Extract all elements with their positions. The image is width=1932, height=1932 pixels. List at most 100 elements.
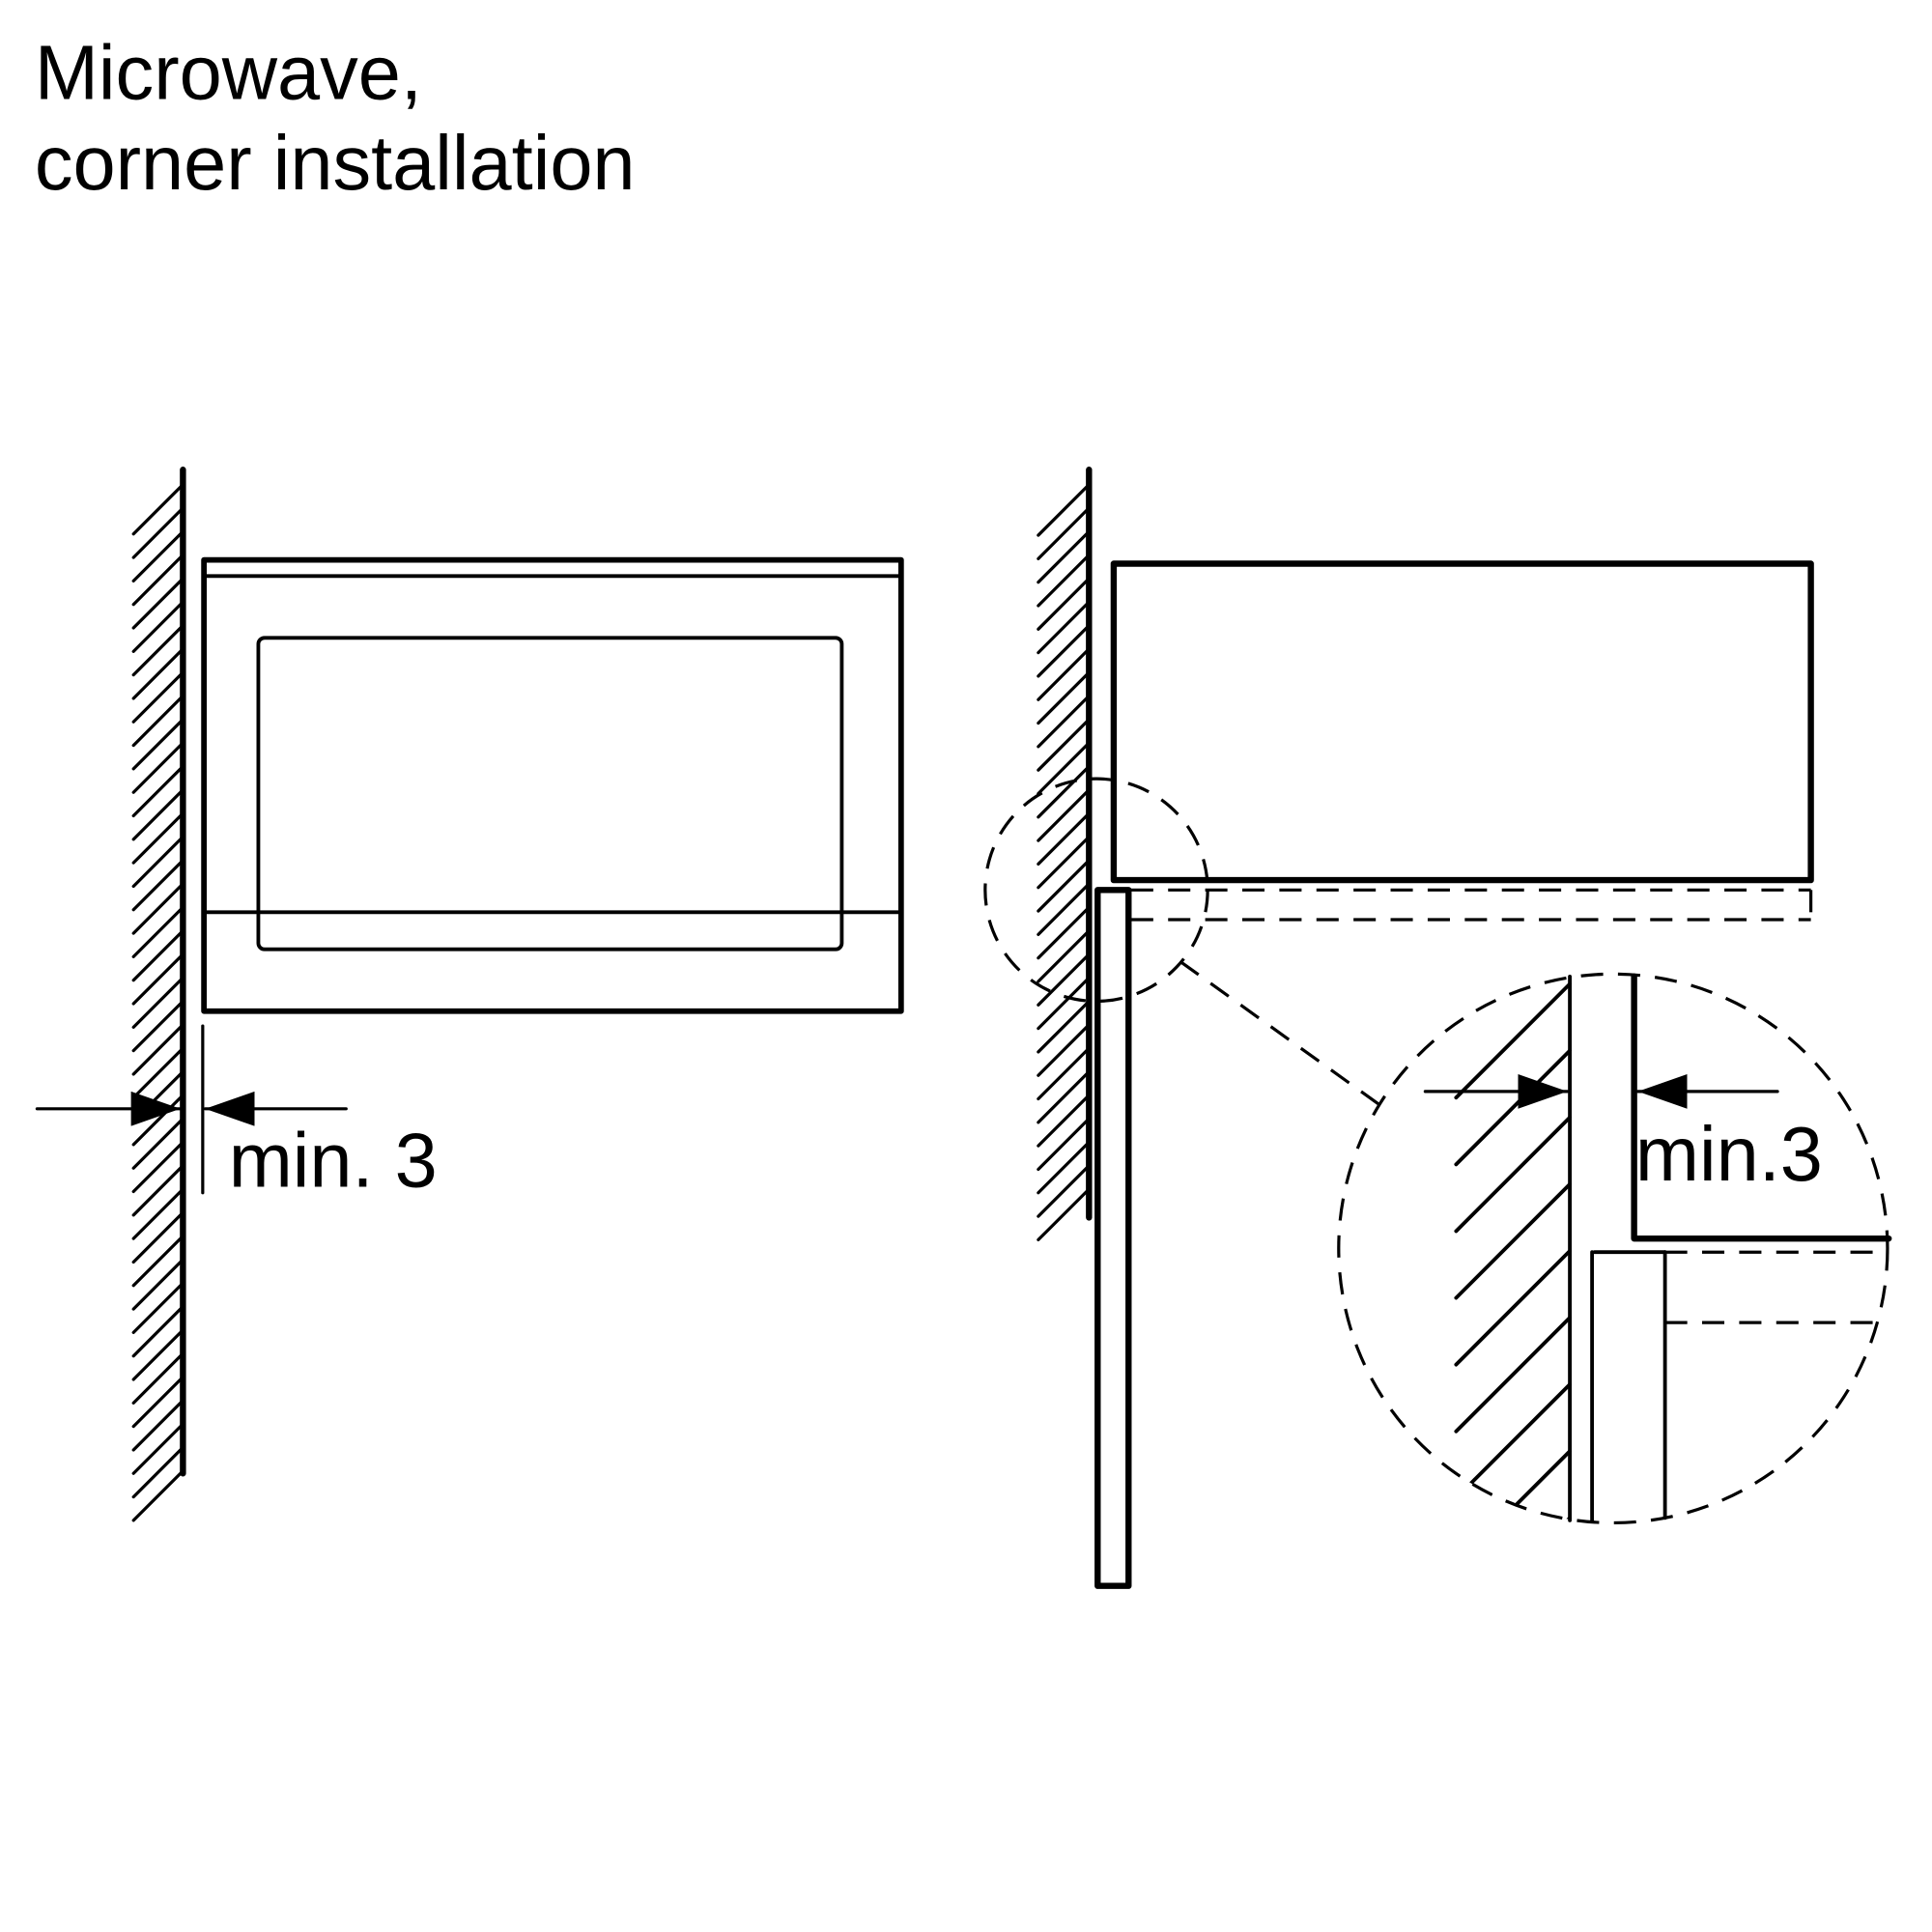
hatch-line xyxy=(131,1281,185,1334)
hatch-line xyxy=(1454,1048,1572,1167)
hatch-line xyxy=(1037,577,1091,631)
hatch-line xyxy=(131,1069,185,1123)
hatch-line xyxy=(1037,835,1091,890)
hatch-line xyxy=(131,811,185,865)
hatch-line xyxy=(131,529,185,583)
hatch-line xyxy=(131,741,185,794)
title-line-1: Microwave, xyxy=(35,29,422,115)
hatch-line xyxy=(131,976,185,1029)
hatch-line xyxy=(1037,482,1091,537)
detail-leader-line xyxy=(1179,960,1379,1105)
hatch-line xyxy=(131,670,185,724)
detail-circle xyxy=(1337,972,1889,1525)
hatch-line xyxy=(131,623,185,677)
hatch-line xyxy=(131,1117,185,1170)
hatch-line xyxy=(131,905,185,959)
hatch-line xyxy=(1454,1316,1572,1434)
wall-hatching-right xyxy=(1037,482,1091,1242)
hatch-line xyxy=(131,835,185,889)
hatch-line xyxy=(131,553,185,607)
hatch-line xyxy=(1454,1249,1572,1367)
cabinet-side xyxy=(1110,560,1814,884)
hatch-line xyxy=(131,1328,185,1381)
hatch-line xyxy=(131,999,185,1053)
door-panel xyxy=(1094,887,1132,1589)
detail-marker-circle xyxy=(983,777,1209,1004)
hatch-line xyxy=(131,694,185,748)
hatch-line xyxy=(131,1187,185,1240)
hatch-line xyxy=(131,1304,185,1358)
hatch-line xyxy=(1037,1069,1091,1124)
hatch-line xyxy=(1454,981,1572,1100)
hatch-line xyxy=(1037,999,1091,1054)
hatch-line xyxy=(131,1399,185,1452)
hatch-line xyxy=(1037,670,1091,725)
hatch-line xyxy=(1454,1181,1572,1300)
hatch-line xyxy=(131,858,185,912)
front-view: min. 3 xyxy=(35,467,904,1522)
hatch-line xyxy=(131,1469,185,1522)
hatch-line xyxy=(1037,506,1091,560)
hatch-line xyxy=(131,1375,185,1429)
hatch-line xyxy=(131,1422,185,1475)
hatch-line xyxy=(131,647,185,700)
hatch-line xyxy=(1454,1382,1572,1500)
hatch-line xyxy=(1037,553,1091,608)
hatch-line xyxy=(131,482,185,536)
hatch-line xyxy=(131,506,185,559)
hatch-line xyxy=(131,1258,185,1311)
hatch-line xyxy=(131,928,185,982)
hatch-line xyxy=(1037,976,1091,1031)
hatch-line xyxy=(131,1164,185,1217)
hatch-line xyxy=(1037,718,1091,772)
hatch-line xyxy=(131,1210,185,1264)
hatch-line xyxy=(1037,905,1091,960)
hatch-line xyxy=(131,1023,185,1076)
hatch-line xyxy=(1037,764,1091,819)
hatch-line xyxy=(131,577,185,630)
detail-view: min.3 xyxy=(1337,972,1892,1525)
hatch-line xyxy=(1037,788,1091,842)
hatch-line xyxy=(131,764,185,818)
dimension-label-front: min. 3 xyxy=(229,1117,438,1203)
hatch-line xyxy=(1037,741,1091,796)
hatch-line xyxy=(1037,600,1091,655)
hatch-line xyxy=(1037,1046,1091,1101)
hatch-line xyxy=(1037,623,1091,678)
dimension-label-detail: min.3 xyxy=(1635,1111,1823,1197)
hatch-line xyxy=(1037,529,1091,584)
hatch-line xyxy=(131,1445,185,1499)
detail-cabinet-corner xyxy=(1631,973,1892,1242)
hatch-line xyxy=(131,788,185,841)
hatch-line xyxy=(1037,811,1091,867)
hatch-line xyxy=(1037,952,1091,1007)
hatch-line xyxy=(131,952,185,1006)
hatch-line xyxy=(131,1094,185,1147)
hatch-line xyxy=(1454,1115,1572,1234)
hatch-line xyxy=(131,882,185,935)
wall-hatching-left xyxy=(131,482,185,1522)
hatch-line xyxy=(1037,1023,1091,1077)
hatch-line xyxy=(1037,1164,1091,1218)
detail-hatching xyxy=(1454,981,1572,1523)
microwave-front xyxy=(201,556,904,1014)
hatch-line xyxy=(1037,1094,1091,1148)
hatch-line xyxy=(1037,882,1091,936)
hatch-line xyxy=(1037,928,1091,983)
hatch-line xyxy=(1037,1187,1091,1242)
hatch-line xyxy=(1037,858,1091,913)
hatch-line xyxy=(1037,1140,1091,1195)
hatch-line xyxy=(1037,1117,1091,1172)
microwave-window xyxy=(256,636,844,952)
hatch-line xyxy=(131,600,185,653)
hatch-line xyxy=(131,718,185,771)
hatch-line xyxy=(131,1234,185,1288)
hatch-line xyxy=(1037,694,1091,749)
hatch-line xyxy=(131,1351,185,1405)
hatch-line xyxy=(1454,1449,1572,1523)
hatch-line xyxy=(1454,1516,1572,1523)
hatch-line xyxy=(1037,647,1091,701)
hatch-line xyxy=(131,1140,185,1194)
title-line-2: corner installation xyxy=(35,120,636,206)
